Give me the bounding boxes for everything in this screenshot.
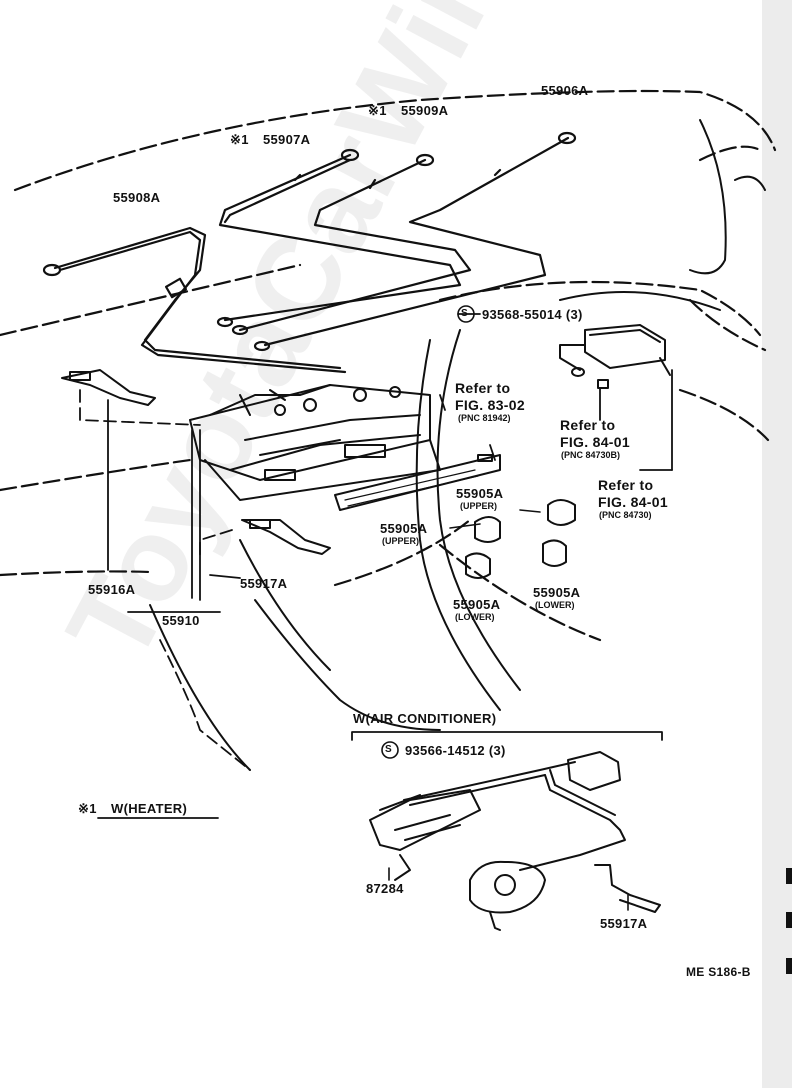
asterisk-note: ※1 [368,103,387,118]
position-label-upper: (UPPER) [460,501,498,511]
part-label-55917A: 55917A [600,916,648,931]
part-label-87284: 87284 [366,881,404,896]
panel-scale [344,469,479,507]
edge-mark [786,868,792,884]
part-label-55905A: 55905A [533,585,581,600]
screw-label-93568: 93568-55014 (3) [482,307,583,322]
part-label-55905A: 55905A [453,597,501,612]
position-label-upper: (UPPER) [382,536,420,546]
ref-label: FIG. 83-02 [455,397,525,413]
asterisk-note: ※1 [78,801,97,816]
mounting-brackets [61,369,331,555]
part-label-55907A: 55907A [263,132,311,147]
ref-label: FIG. 84-01 [560,434,630,450]
leader-lines-dashed [79,389,251,771]
section-title-heater: W(HEATER) [111,801,188,816]
screw-label-93566: 93566-14512 (3) [405,743,506,758]
asterisk-note: ※1 [230,132,249,147]
ref-label: FIG. 84-01 [598,494,668,510]
position-label-lower: (LOWER) [455,612,495,622]
side-margin-strip [762,0,792,1088]
part-label-55906A: 55906A [541,83,589,98]
part-label-55905A: 55905A [380,521,428,536]
dashboard-outline [0,89,777,642]
part-label-55917A: 55917A [240,576,288,591]
screw-symbol-label: S [385,744,392,755]
leader-lines-lower [388,509,629,911]
ref-pnc-label: (PNC 81942) [458,413,511,423]
position-label-lower: (LOWER) [535,600,575,610]
part-label-55916A: 55916A [88,582,136,597]
screw-symbol-label: S [461,308,468,319]
edge-mark [786,912,792,928]
part-label-55905A: 55905A [456,486,504,501]
ref-pnc-label: (PNC 84730B) [561,450,621,460]
blower-switch [559,324,671,389]
ac-section-bracket [97,731,663,819]
part-label-55908A: 55908A [113,190,161,205]
part-label-55909A: 55909A [401,103,449,118]
section-title-air-conditioner: W(AIR CONDITIONER) [353,711,497,726]
edge-mark [786,958,792,974]
ref-label: Refer to [598,477,654,493]
part-label-55910: 55910 [162,613,200,628]
ref-label: Refer to [560,417,616,433]
ac-assembly [369,751,661,931]
diagram-code: ME S186-B [686,965,751,979]
console-contour [149,119,766,771]
control-cables [42,131,577,374]
screw-symbol [381,305,475,759]
ref-label: Refer to [455,380,511,396]
heater-control-assembly [189,384,501,511]
leader-lines [107,313,673,613]
ref-pnc-label: (PNC 84730) [599,510,652,520]
control-knobs [465,499,576,579]
